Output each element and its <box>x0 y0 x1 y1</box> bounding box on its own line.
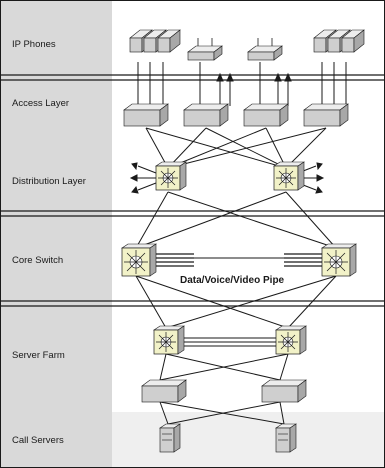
access-point-icon <box>187 38 223 61</box>
access-point-icon <box>247 38 283 61</box>
ip-phone-icon <box>157 29 181 53</box>
access-switch-icon <box>243 103 289 127</box>
distribution-switch-icon <box>155 161 187 191</box>
section-separators <box>0 74 385 307</box>
uplink-arrows <box>216 72 292 106</box>
layer-label-ip-phones: IP Phones <box>12 39 56 50</box>
access-switch-icon <box>123 103 169 127</box>
server-farm-trunk <box>184 337 276 347</box>
distribution-arrows <box>129 162 325 194</box>
data-voice-video-pipe <box>156 253 322 267</box>
layer-label-call-servers: Call Servers <box>12 435 64 446</box>
label-column <box>0 0 112 468</box>
call-server-icon <box>275 423 297 453</box>
layer-label-distribution: Distribution Layer <box>12 176 86 187</box>
call-server-band <box>112 412 385 468</box>
core-switch-icon <box>121 243 157 277</box>
server-farm-switch-icon <box>153 325 185 355</box>
core-switch-icon <box>321 243 357 277</box>
ip-phone-icon <box>341 29 365 53</box>
distribution-switch-icon <box>273 161 305 191</box>
layer-label-access: Access Layer <box>12 98 69 109</box>
server-access-switch-icon <box>141 379 187 403</box>
call-server-icon <box>159 423 181 453</box>
access-switch-icon <box>183 103 229 127</box>
pipe-label: Data/Voice/Video Pipe <box>180 275 285 286</box>
layer-label-core: Core Switch <box>12 255 63 266</box>
server-access-switch-icon <box>261 379 307 403</box>
server-farm-switch-icon <box>275 325 307 355</box>
layer-label-server-farm: Server Farm <box>12 350 65 361</box>
ip-phones-group <box>129 29 365 53</box>
access-switch-icon <box>303 103 349 127</box>
